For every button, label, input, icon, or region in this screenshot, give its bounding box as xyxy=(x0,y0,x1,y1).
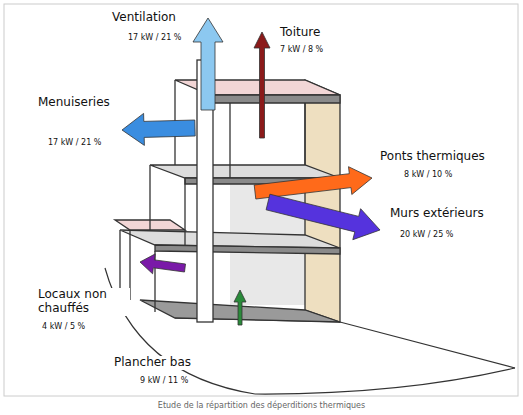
heat-arrow xyxy=(254,167,372,199)
loss-name: Murs extérieurs xyxy=(388,207,486,221)
loss-name: Plancher bas xyxy=(112,356,193,370)
heat-arrow xyxy=(254,32,270,138)
heat-arrow xyxy=(140,254,186,274)
heat-loss-arrows xyxy=(122,18,380,325)
loss-name: Ventilation xyxy=(110,11,178,25)
frame xyxy=(4,4,518,396)
loss-value: 7 kW / 8 % xyxy=(278,45,325,54)
heat-arrow xyxy=(122,113,195,145)
loss-value: 4 kW / 5 % xyxy=(40,322,87,331)
figure-caption: Etude de la répartition des déperditions… xyxy=(0,401,523,410)
loss-value: 17 kW / 21 % xyxy=(126,33,183,42)
loss-name: Menuiseries xyxy=(36,96,112,110)
loss-name: Locaux non chauffés xyxy=(36,288,130,316)
loss-value: 9 kW / 11 % xyxy=(138,376,190,385)
heat-arrow xyxy=(234,290,246,325)
loss-value: 20 kW / 25 % xyxy=(398,230,455,239)
loss-value: 17 kW / 21 % xyxy=(46,138,103,147)
loss-name: Ponts thermiques xyxy=(378,150,487,164)
loss-name: Toiture xyxy=(278,26,322,40)
heat-arrow xyxy=(193,18,223,110)
heat-arrow xyxy=(266,194,380,240)
loss-value: 8 kW / 10 % xyxy=(402,170,454,179)
